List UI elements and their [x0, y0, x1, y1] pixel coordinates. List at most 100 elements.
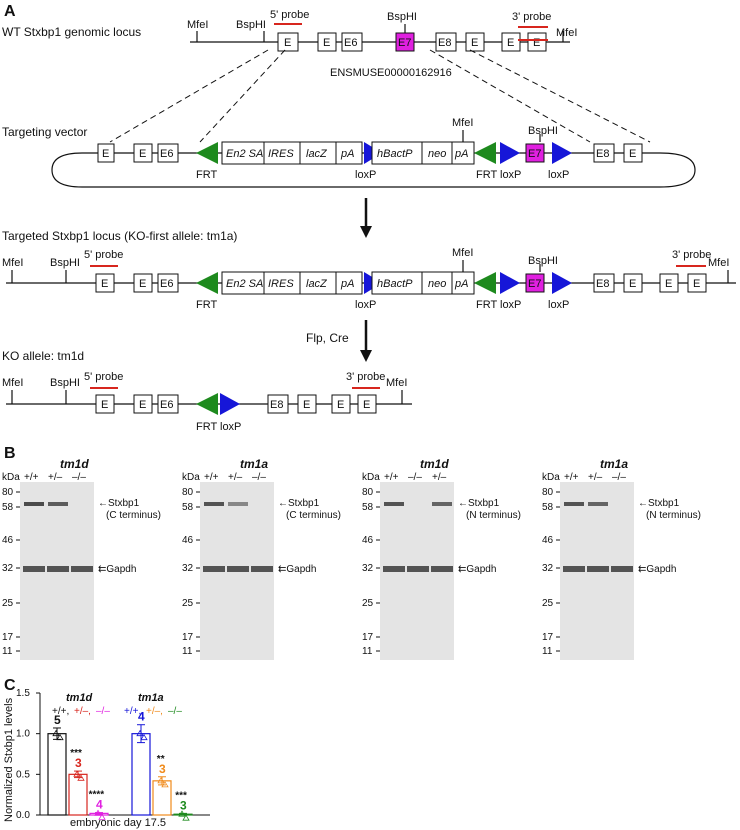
- frt-site: [196, 142, 218, 164]
- marker-label: 80: [2, 487, 14, 498]
- ko-allele-label: KO allele: tm1d: [2, 349, 84, 363]
- recombinase-label: Flp, Cre: [306, 331, 349, 345]
- x-axis-label: embryonic day 17.5: [70, 817, 166, 829]
- exon-label: E: [337, 399, 344, 411]
- frt-label: FRT: [196, 169, 217, 181]
- gapdh-band: [71, 566, 93, 572]
- cassette-element: neo: [428, 278, 446, 290]
- lane-label: +/+: [204, 472, 219, 483]
- exon-7-label: E7: [528, 278, 541, 290]
- exon-box: [95, 394, 115, 414]
- exon-box: [157, 143, 179, 163]
- marker-label: 25: [2, 598, 14, 609]
- exon-label: E: [101, 278, 108, 290]
- genotype-legend: +/–,: [74, 706, 91, 717]
- marker-label: 17: [182, 632, 194, 643]
- panel-c-letter: C: [4, 677, 16, 694]
- gapdh-band: [47, 566, 69, 572]
- lane-label: –/–: [252, 472, 266, 483]
- gapdh-band: [587, 566, 609, 572]
- cassette-element: hBactP: [377, 278, 413, 290]
- blot-title: tm1a: [240, 457, 268, 471]
- wt-locus-label: WT Stxbp1 genomic locus: [2, 25, 141, 39]
- marker-label: 46: [182, 535, 194, 546]
- marker-label: 58: [2, 502, 14, 513]
- targeting-vector: E E E6 En2 SA IRES lacZ pA hBactP neo pA…: [51, 117, 696, 188]
- exon-label: E: [507, 37, 514, 49]
- gapdh-band: [203, 566, 225, 572]
- lane-label: +/–: [432, 472, 447, 483]
- loxp-site: [500, 142, 520, 164]
- exon-label: E: [665, 278, 672, 290]
- marker-label: 11: [362, 646, 373, 657]
- exon-box: [95, 273, 115, 293]
- exon-box: [267, 394, 289, 414]
- marker-label: 17: [2, 632, 14, 643]
- target-label: ←Stxbp1: [278, 498, 320, 509]
- exon-box: [527, 32, 547, 52]
- frt-site: [196, 272, 218, 294]
- exon-label: E: [629, 278, 636, 290]
- marker-label: 17: [542, 632, 554, 643]
- exon-label: E: [533, 37, 540, 49]
- target-label: ←Stxbp1: [638, 498, 680, 509]
- exon-box: [317, 32, 337, 52]
- cassette-element: En2 SA: [226, 148, 263, 160]
- data-point: [77, 774, 85, 781]
- homology-lines: [109, 49, 651, 143]
- mfei-site: MfeI: [708, 257, 729, 269]
- exon-label: E8: [596, 148, 609, 160]
- exon-label: E6: [160, 278, 173, 290]
- loxp-label: loxP: [548, 299, 569, 311]
- bsphi-site: BspHI: [236, 19, 266, 31]
- marker-label: 32: [182, 563, 194, 574]
- ko-allele: MfeI BspHI 5' probe E E E6 E8 E E E 3' p…: [2, 371, 412, 433]
- probe-3-label: 3' probe: [346, 371, 385, 383]
- exon-label: E: [323, 37, 330, 49]
- gapdh-band: [23, 566, 45, 572]
- bar: [152, 780, 172, 816]
- marker-label: 46: [362, 535, 374, 546]
- exon-label: E: [139, 278, 146, 290]
- stxbp1-band: [228, 502, 248, 506]
- exon-label: E: [139, 148, 146, 160]
- exon-box: [593, 143, 615, 163]
- data-point: [178, 810, 186, 817]
- marker-label: 46: [542, 535, 554, 546]
- bar: [47, 733, 67, 816]
- exon-7-box: [525, 273, 545, 293]
- lane-label: –/–: [612, 472, 626, 483]
- cassette-element: IRES: [268, 148, 294, 160]
- control-label: ⇇Gapdh: [278, 564, 316, 575]
- exon-label: E8: [596, 278, 609, 290]
- exon-7-label: E7: [528, 148, 541, 160]
- marker-label: 80: [542, 487, 554, 498]
- stxbp1-band: [24, 502, 44, 506]
- gapdh-band: [611, 566, 633, 572]
- data-point: [136, 729, 144, 737]
- control-label: ⇇Gapdh: [458, 564, 496, 575]
- targeting-vector-label: Targeting vector: [2, 125, 87, 139]
- data-point: [157, 777, 165, 784]
- target-terminus: (C terminus): [286, 510, 341, 521]
- genotype-legend: –/–: [168, 706, 182, 717]
- kda-label: kDa: [182, 472, 200, 483]
- marker-label: 25: [542, 598, 554, 609]
- n-label: 5: [54, 713, 61, 727]
- exon-box: [357, 394, 377, 414]
- marker-label: 32: [2, 563, 14, 574]
- marker-label: 11: [182, 646, 193, 657]
- panel-a-letter: A: [4, 3, 16, 20]
- exon-7-box: [525, 143, 545, 163]
- bsphi-site: BspHI: [50, 377, 80, 389]
- stxbp1-band: [564, 502, 584, 506]
- marker-label: 25: [182, 598, 194, 609]
- exon-box: [157, 394, 179, 414]
- bar-chart: Normalized Stxbp1 levels embryonic day 1…: [3, 688, 210, 829]
- stxbp1-band: [384, 502, 404, 506]
- frt-site: [474, 272, 496, 294]
- data-point: [98, 813, 106, 820]
- exon-label: E8: [270, 399, 283, 411]
- wt-locus: MfeI BspHI 5' probe E E E6 BspHI E7 E8 E…: [187, 9, 577, 79]
- kda-label: kDa: [2, 472, 20, 483]
